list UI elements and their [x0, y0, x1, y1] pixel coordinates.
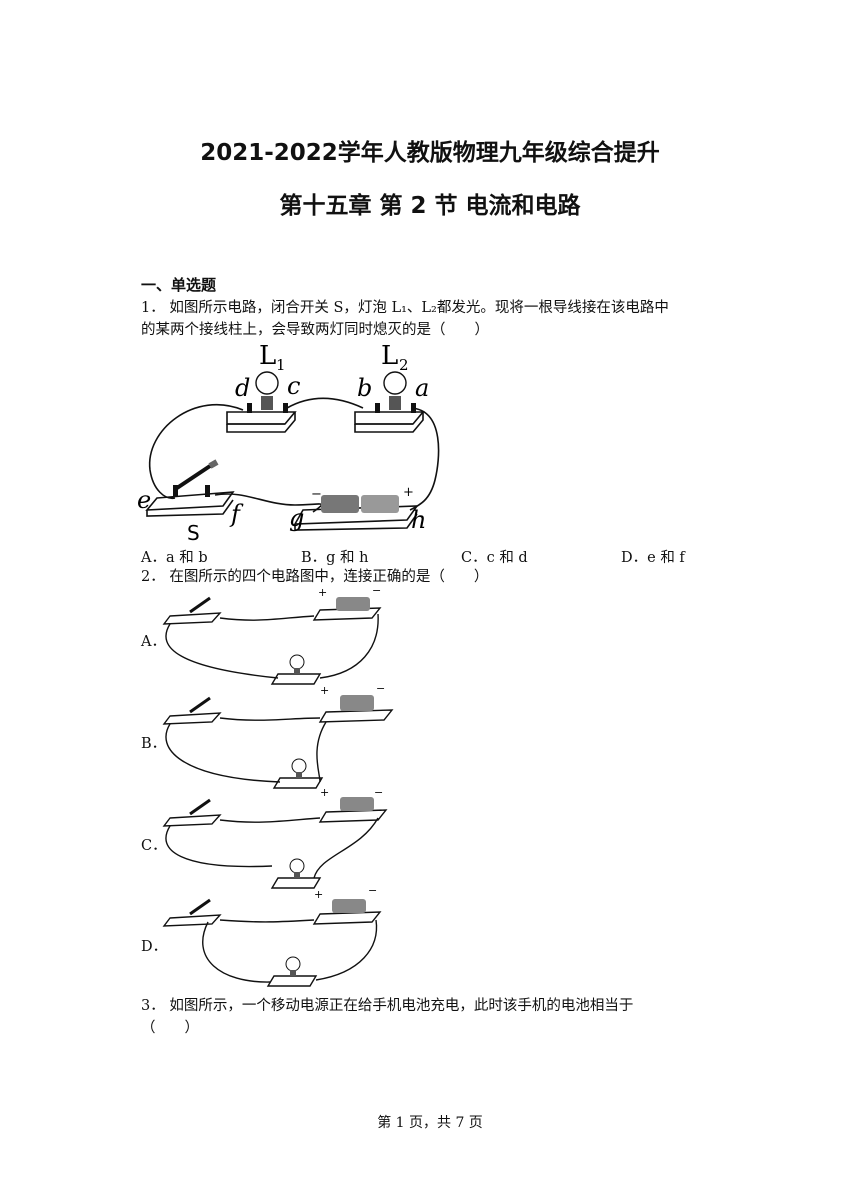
- q2-option-b[interactable]: B．: [141, 736, 167, 752]
- plus-sign: +: [314, 888, 323, 901]
- label-plus: +: [403, 485, 414, 500]
- q1-option-c[interactable]: C．c 和 d: [461, 550, 528, 566]
- q2-option-a[interactable]: A．: [141, 634, 166, 650]
- question-3: 3． 如图所示，一个移动电源正在给手机电池充电，此时该手机的电池相当于 （ ）: [141, 995, 731, 1039]
- question-1-line1: 1． 如图所示电路，闭合开关 S，灯泡 L₁、L₂都发光。现将一根导线接在该电路…: [141, 300, 669, 316]
- question-1: 1． 如图所示电路，闭合开关 S，灯泡 L₁、L₂都发光。现将一根导线接在该电路…: [141, 297, 731, 341]
- minus-sign: −: [376, 682, 385, 695]
- label-g: g: [289, 504, 304, 532]
- q2-circuit-c: + −: [162, 786, 388, 889]
- plus-sign: +: [320, 684, 329, 697]
- label-L2: L: [381, 341, 398, 371]
- chapter-subtitle: 第十五章 第 2 节 电流和电路: [279, 193, 581, 219]
- question-3-line1: 3． 如图所示，一个移动电源正在给手机电池充电，此时该手机的电池相当于: [141, 998, 634, 1014]
- question-2: 2． 在图所示的四个电路图中，连接正确的是（ ）: [141, 569, 489, 585]
- label-e: e: [137, 486, 151, 514]
- question-3-line2: （ ）: [141, 1020, 199, 1036]
- label-h: h: [411, 506, 426, 534]
- minus-sign: −: [372, 584, 381, 597]
- label-L1-sub: 1: [276, 356, 286, 374]
- label-L2-sub: 2: [399, 356, 409, 374]
- label-c: c: [287, 372, 300, 400]
- minus-sign: −: [368, 884, 377, 897]
- q2-circuit-b: + −: [162, 682, 394, 789]
- wire-d-e: [148, 404, 244, 499]
- q1-option-b[interactable]: B．g 和 h: [301, 550, 369, 566]
- plus-sign: +: [318, 586, 327, 599]
- page-footer: 第 1 页，共 7 页: [377, 1115, 483, 1131]
- q2-option-d[interactable]: D．: [141, 939, 168, 955]
- label-L1: L: [259, 341, 276, 371]
- page-title: 2021-2022学年人教版物理九年级综合提升: [200, 140, 660, 166]
- label-d: d: [235, 374, 250, 402]
- minus-sign: −: [374, 786, 383, 799]
- wire-c-b: [286, 397, 364, 409]
- label-a: a: [415, 374, 429, 402]
- q1-circuit-figure: L 1 L 2 d c b a e f g h S − +: [137, 341, 440, 545]
- label-minus: −: [311, 487, 322, 502]
- section-heading: 一、单选题: [141, 276, 217, 294]
- q1-option-d[interactable]: D．e 和 f: [621, 550, 685, 566]
- label-b: b: [357, 374, 372, 402]
- q2-option-c[interactable]: C．: [141, 838, 167, 854]
- plus-sign: +: [320, 786, 329, 799]
- q1-option-a[interactable]: A．a 和 b: [141, 550, 208, 566]
- switch-lever: [175, 464, 212, 490]
- q2-circuit-a: + −: [162, 584, 382, 685]
- label-S: S: [187, 521, 200, 545]
- question-1-line2: 的某两个接线柱上，会导致两灯同时熄灭的是（ ）: [141, 322, 489, 338]
- q2-circuit-d: + −: [162, 884, 382, 987]
- wire-a-h: [409, 407, 440, 511]
- label-f: f: [229, 500, 244, 528]
